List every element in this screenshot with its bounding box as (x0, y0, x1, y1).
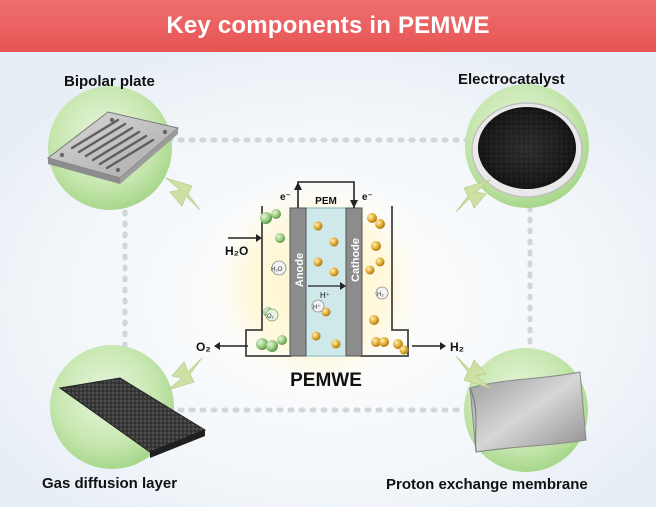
external-circuit (297, 181, 355, 208)
arrow-to-gas-diffusion-layer (167, 357, 203, 391)
membrane-particles (311, 221, 341, 349)
pemwe-cell: Anode Cathode PEM e⁻ e⁻ H⁺ H₂O O₂ H (196, 181, 464, 391)
proton-label: H⁺ (320, 291, 330, 300)
proton-ion-label: H⁺ (313, 304, 321, 311)
pemwe-title: PEMWE (290, 370, 362, 391)
hydrogen-molecule-label: H₂ (377, 292, 384, 298)
cathode-chamber-outline (360, 206, 409, 357)
banner-title: Key components in PEMWE (166, 12, 490, 39)
pem-label: PEM (315, 196, 337, 207)
oxygen-molecule-label: O₂ (267, 314, 275, 320)
component-arrows (165, 177, 491, 391)
water-molecule: H₂O (271, 260, 287, 276)
circuit-arrow-left (294, 182, 302, 190)
circuit-arrow-right (350, 200, 358, 208)
anode-chamber-outline (245, 206, 292, 357)
o2-output-label: O₂ (196, 340, 211, 354)
anode-label: Anode (294, 253, 306, 287)
cathode-label: Cathode (350, 238, 362, 282)
hydrogen-molecule: H₂ (375, 286, 389, 300)
electrocatalyst-group: Electrocatalyst (458, 71, 589, 208)
electron-label-left: e⁻ (280, 192, 291, 203)
arrow-to-proton-exchange-membrane (455, 355, 491, 389)
electrocatalyst-label: Electrocatalyst (458, 71, 565, 88)
pem-membrane (305, 207, 347, 357)
h2-output-label: H₂ (450, 340, 464, 354)
arrow-to-electrocatalyst (455, 179, 491, 213)
dotted-frame (122, 137, 533, 413)
bipolar-plate-label: Bipolar plate (64, 73, 155, 90)
proton-exchange-membrane-label: Proton exchange membrane (386, 476, 588, 493)
proton-exchange-membrane-group: Proton exchange membrane (386, 348, 588, 493)
proton-ion: H⁺ (311, 299, 325, 313)
gas-diffusion-layer-group: Gas diffusion layer (42, 345, 207, 492)
proton-exchange-membrane-image (469, 371, 587, 453)
water-molecule-label: H₂O (271, 267, 283, 273)
electron-label-right: e⁻ (362, 192, 373, 203)
h2o-input-label: H₂O (225, 244, 248, 258)
oxygen-molecule: O₂ (265, 308, 279, 322)
bipolar-plate-group: Bipolar plate (46, 73, 180, 210)
gas-diffusion-layer-label: Gas diffusion layer (42, 475, 177, 492)
cathode-particles (365, 213, 409, 355)
title-banner: Key components in PEMWE (0, 0, 656, 52)
arrow-to-bipolar-plate (165, 177, 201, 211)
